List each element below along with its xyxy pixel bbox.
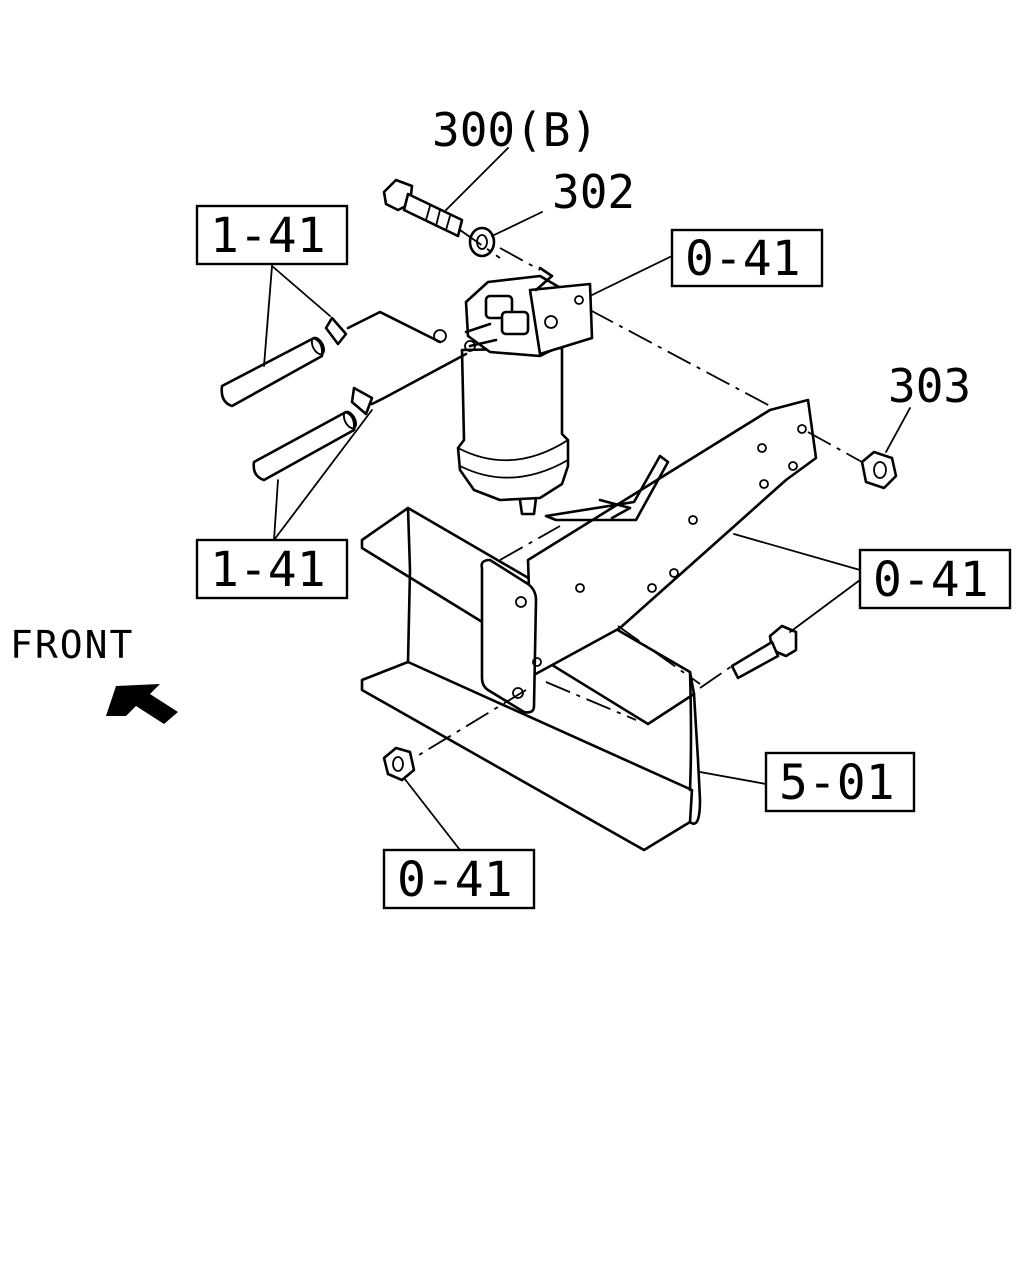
ref-box-filter-bracket[interactable]: 0-41: [670, 228, 824, 288]
ref-box-frame-bracket[interactable]: 0-41: [858, 548, 1012, 610]
lower-nut: [382, 746, 416, 782]
ref-filter-bracket-label: 0-41: [685, 231, 801, 287]
washer-302: [468, 226, 496, 258]
ref-box-nut-lower[interactable]: 0-41: [382, 848, 536, 910]
fuel-hose-lower: [252, 352, 468, 482]
ref-hose-lower-label: 1-41: [210, 542, 326, 598]
leader-lines: [263, 147, 911, 851]
callout-300b-label: 300(B): [432, 103, 598, 157]
ref-hose-upper-label: 1-41: [210, 208, 326, 264]
ref-frame-bracket-label: 0-41: [873, 552, 989, 608]
callout-303-label: 303: [888, 359, 971, 413]
bolt-300b: [382, 178, 464, 238]
frame-bolt: [730, 624, 798, 680]
fuel-filter: [433, 266, 594, 516]
front-arrow-icon: [106, 684, 178, 724]
ref-box-hose-lower[interactable]: 1-41: [195, 538, 349, 600]
mounting-bracket: [480, 398, 818, 714]
ref-frame-label: 5-01: [779, 755, 895, 811]
front-label: FRONT: [10, 623, 134, 667]
center-lines: [413, 229, 863, 759]
callout-302-label: 302: [552, 165, 635, 219]
nut-303: [860, 450, 898, 490]
ref-box-frame[interactable]: 5-01: [764, 751, 916, 813]
ref-box-hose-upper[interactable]: 1-41: [195, 204, 349, 266]
ref-nut-lower-label: 0-41: [397, 852, 513, 908]
fuel-hose-upper: [220, 310, 442, 408]
